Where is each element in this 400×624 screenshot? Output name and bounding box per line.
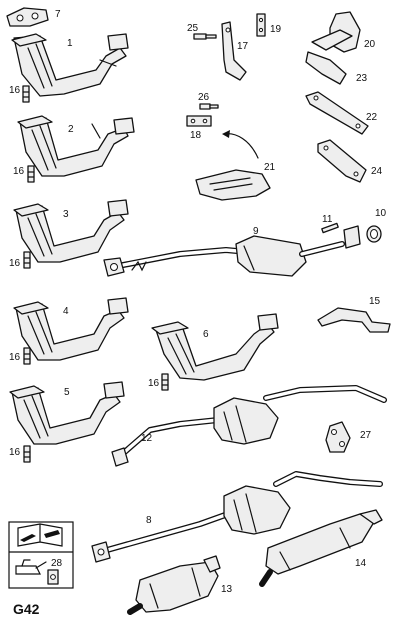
callout-16-f: 16 bbox=[148, 378, 160, 389]
part-18-plate: 18 bbox=[186, 115, 212, 141]
part-13-silencer: 13 bbox=[127, 555, 233, 615]
callout-16-a: 16 bbox=[9, 85, 21, 96]
part-1-front-pipe: 1 bbox=[11, 33, 129, 97]
callout-19: 19 bbox=[270, 24, 282, 35]
callout-12: 12 bbox=[141, 433, 153, 444]
callout-25: 25 bbox=[187, 23, 199, 34]
part-8-rear-pipe: 8 bbox=[91, 471, 383, 563]
part-3-front-pipe: 3 bbox=[13, 199, 129, 263]
arrow-21-to-18 bbox=[223, 133, 259, 159]
part-6-front-pipe: 6 bbox=[151, 313, 279, 381]
callout-26: 26 bbox=[198, 92, 210, 103]
bolt-16f: 16 bbox=[148, 373, 169, 391]
oil-can-icon bbox=[15, 559, 47, 575]
bolt-16a: 16 bbox=[9, 85, 30, 103]
callout-11: 11 bbox=[322, 214, 333, 225]
part-5-front-pipe: 5 bbox=[9, 381, 125, 445]
callout-7: 7 bbox=[55, 9, 61, 20]
callout-28: 28 bbox=[51, 558, 63, 569]
callout-3: 3 bbox=[63, 209, 69, 220]
part-26-bolt: 26 bbox=[198, 92, 219, 110]
part-14-rear-silencer: 14 bbox=[259, 509, 383, 587]
callout-20: 20 bbox=[364, 39, 376, 50]
callout-16-b: 16 bbox=[13, 166, 25, 177]
callout-23: 23 bbox=[356, 73, 368, 84]
callout-13: 13 bbox=[221, 584, 233, 595]
callout-18: 18 bbox=[190, 130, 202, 141]
part-15-bracket: 15 bbox=[317, 296, 391, 333]
part-2-front-pipe: 2 bbox=[17, 115, 135, 177]
part-19-plate: 19 bbox=[256, 13, 282, 37]
part-17-hanger-bracket: 17 bbox=[221, 21, 249, 81]
bolt-16d: 16 bbox=[9, 347, 31, 365]
part-9-intermediate-pipe: 9 bbox=[103, 226, 345, 277]
callout-6: 6 bbox=[203, 329, 209, 340]
callout-22: 22 bbox=[366, 112, 378, 123]
legend-box: 28 bbox=[8, 521, 74, 589]
part-22-hanger-bar: 22 bbox=[305, 91, 378, 135]
callout-10: 10 bbox=[375, 208, 387, 219]
callout-17: 17 bbox=[237, 41, 249, 52]
callout-1: 1 bbox=[67, 38, 73, 49]
callout-9: 9 bbox=[253, 226, 259, 237]
part-20-bracket: 20 bbox=[311, 11, 376, 53]
part-28-item: 28 bbox=[47, 558, 63, 585]
callout-4: 4 bbox=[63, 306, 69, 317]
page-code: G42 bbox=[13, 601, 40, 617]
part-12-rear-pipe: 12 bbox=[111, 385, 387, 467]
bolt-16e: 16 bbox=[9, 445, 31, 463]
callout-16-c: 16 bbox=[9, 258, 21, 269]
callout-16-e: 16 bbox=[9, 447, 21, 458]
part-4-front-pipe: 4 bbox=[13, 297, 129, 361]
bolt-16b: 16 bbox=[13, 165, 35, 183]
callout-27: 27 bbox=[360, 430, 372, 441]
callout-24: 24 bbox=[371, 166, 383, 177]
part-7-gasket: 7 bbox=[6, 7, 61, 27]
callout-14: 14 bbox=[355, 558, 367, 569]
callout-15: 15 bbox=[369, 296, 381, 307]
part-23-bracket: 23 bbox=[305, 51, 368, 85]
manual-wrench-icon bbox=[17, 523, 63, 547]
part-21-heat-shield: 21 bbox=[195, 162, 276, 201]
arrow-head-icon bbox=[222, 130, 230, 138]
part-27-rubber-mount: 27 bbox=[325, 421, 372, 453]
bolt-16c: 16 bbox=[9, 251, 31, 269]
part-10-seal-ring: 10 bbox=[343, 208, 387, 249]
callout-8: 8 bbox=[146, 515, 152, 526]
callout-21: 21 bbox=[264, 162, 276, 173]
part-11-clamp-bolt: 11 bbox=[321, 214, 339, 234]
callout-2: 2 bbox=[68, 124, 74, 135]
callout-5: 5 bbox=[64, 387, 70, 398]
callout-16-d: 16 bbox=[9, 352, 21, 363]
part-25-bolt: 25 bbox=[187, 23, 217, 40]
part-24-hanger-bar: 24 bbox=[317, 139, 383, 183]
